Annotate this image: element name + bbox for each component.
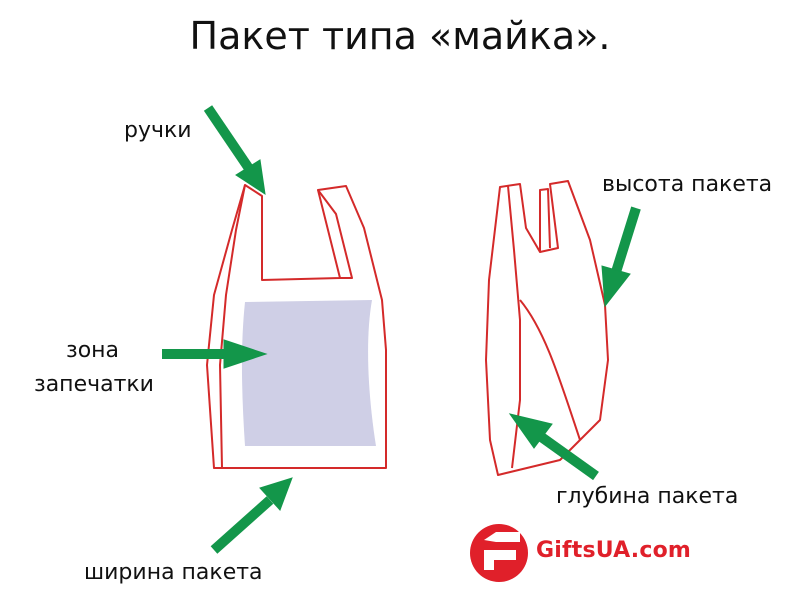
arrows — [162, 105, 641, 554]
side-bag-crease — [519, 299, 581, 441]
print-zone-arrow — [162, 339, 268, 369]
label-bag-depth: глубина пакета — [556, 484, 739, 509]
bag-height-arrow — [601, 206, 641, 308]
bag-width-arrow — [210, 477, 293, 554]
bag-depth-arrow — [508, 413, 599, 481]
label-bag-width: ширина пакета — [84, 560, 263, 585]
front-bag-handle-fold — [317, 189, 353, 279]
front-bag-outline — [206, 184, 387, 469]
page-title: Пакет типа «майка». — [189, 14, 611, 58]
label-print-zone-line1: зона — [66, 338, 120, 363]
side-bag-handle-slot — [539, 188, 551, 252]
label-handles: ручки — [124, 118, 192, 143]
handles-arrow — [203, 105, 266, 196]
label-bag-height: высота пакета — [602, 172, 773, 197]
giftsua-logo-icon — [470, 524, 528, 582]
label-print-zone-line2: запечатки — [34, 372, 154, 397]
front-bag — [206, 184, 387, 469]
print-zone — [241, 300, 376, 446]
logo-text: GiftsUA.com — [536, 538, 692, 563]
front-bag-side-fold — [219, 184, 246, 469]
